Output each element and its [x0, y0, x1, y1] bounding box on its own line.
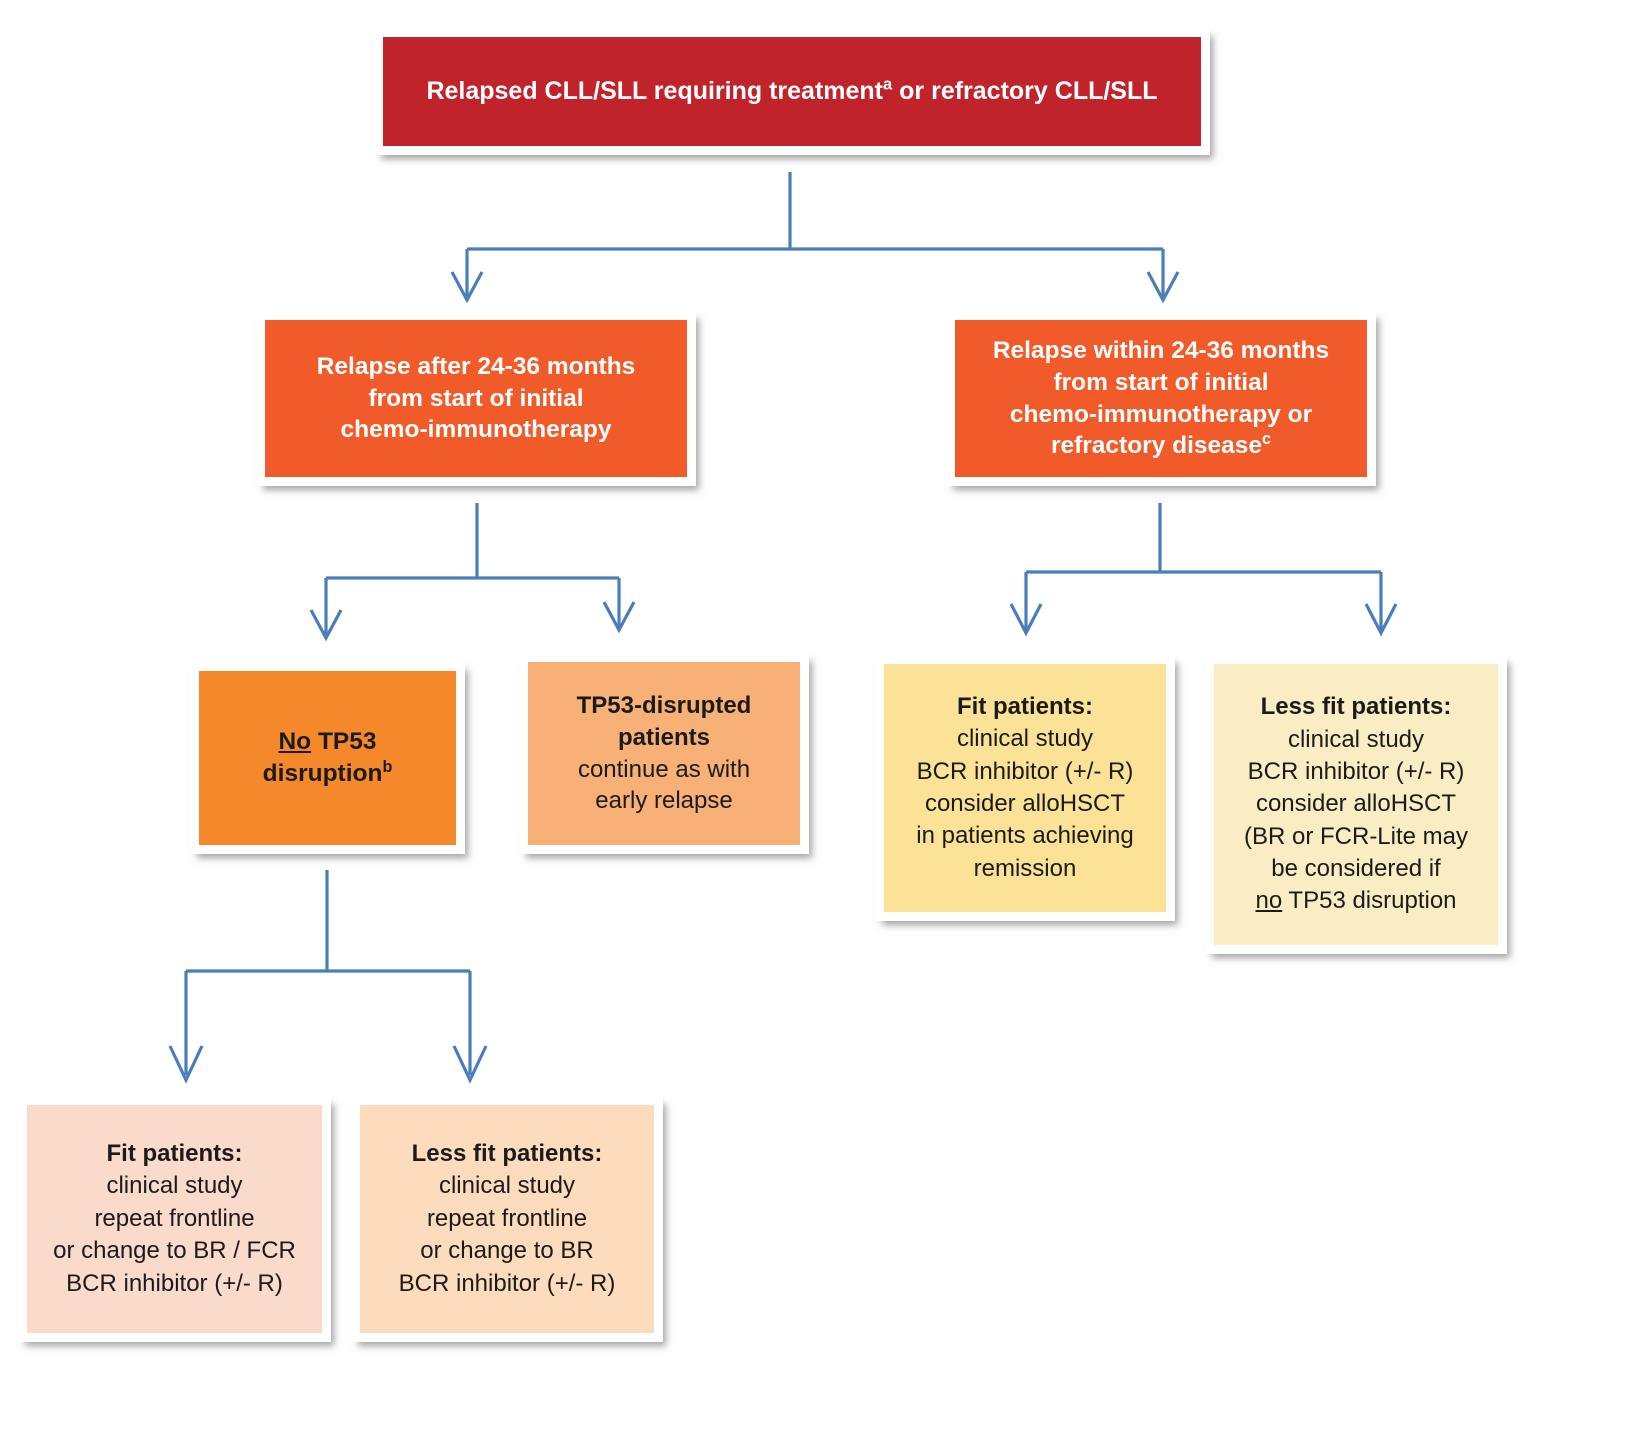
node-text-line: in patients achieving: [916, 822, 1134, 850]
node-text-line: patients: [617, 723, 710, 751]
node-early-relapse-body: Relapse within 24-36 months from start of…: [955, 320, 1367, 477]
node-fit-late-body: Fit patients: clinical study repeat frontl…: [27, 1105, 322, 1333]
node-text-line: from start of initial: [1053, 368, 1269, 396]
node-relapsed-refractory-root[interactable]: Relapsed CLL/SLL requiring treatmenta or…: [374, 28, 1210, 155]
arrowhead-to-fit-early: [1009, 603, 1043, 637]
node-text-line: Fit patients:: [957, 692, 1093, 720]
node-text-line: remission: [973, 854, 1077, 882]
node-text-line: Less fit patients:: [411, 1140, 603, 1168]
node-text-line: BCR inhibitor (+/- R): [1247, 757, 1465, 785]
arrowhead-to-tp53-disrupted: [602, 601, 636, 634]
node-text-line: BCR inhibitor (+/- R): [66, 1269, 283, 1297]
footnote-marker: a: [883, 75, 893, 94]
node-text-line: clinical study: [106, 1172, 243, 1200]
node-text-line: Relapse within 24-36 months: [992, 336, 1330, 364]
arrowhead-to-less-fit-early: [1364, 603, 1398, 637]
node-text-line: chemo-immunotherapy or: [1009, 400, 1313, 428]
node-text-line: repeat frontline: [94, 1204, 255, 1232]
arrowhead-to-fit-late: [168, 1045, 204, 1084]
node-text-line: consider alloHSCT: [924, 790, 1126, 817]
node-text-line: or change to BR / FCR: [53, 1237, 296, 1265]
node-text-line: Less fit patients:: [1260, 693, 1452, 721]
underlined-text: no: [1255, 887, 1283, 915]
arrowhead-to-early-relapse: [1146, 271, 1180, 304]
arrowhead-to-less-fit-late: [452, 1045, 488, 1084]
node-text-line: clinical study: [1287, 725, 1425, 753]
node-late-relapse[interactable]: Relapse after 24-36 months from start of …: [256, 311, 696, 486]
node-tp53-disrupted-body: TP53-disrupted patients continue as with ea…: [528, 662, 800, 845]
node-text-line: repeat frontline: [426, 1204, 588, 1232]
footnote-marker: c: [1262, 430, 1272, 449]
node-less-fit-late-body: Less fit patients: clinical study repeat f…: [360, 1105, 654, 1333]
arrowhead-to-no-tp53: [309, 609, 343, 642]
node-text-line: clinical study: [956, 725, 1094, 753]
node-text-line: No TP53: [278, 727, 377, 755]
node-text-line: consider alloHSCT: [1255, 790, 1457, 818]
node-root-body: Relapsed CLL/SLL requiring treatmenta or…: [383, 37, 1201, 146]
node-text-line: disruptionb: [262, 757, 393, 787]
node-less-fit-patients-late-relapse[interactable]: Less fit patients: clinical study repeat f…: [351, 1096, 663, 1342]
node-early-relapse[interactable]: Relapse within 24-36 months from start of…: [946, 311, 1376, 486]
node-tp53-disrupted-patients[interactable]: TP53-disrupted patients continue as with ea…: [519, 653, 809, 854]
node-text-line: or change to BR: [420, 1237, 594, 1265]
node-text-line: early relapse: [595, 787, 733, 815]
node-text-line: from start of initial: [368, 384, 584, 412]
node-text-line: refractory diseasec: [1050, 430, 1272, 460]
node-text-line: no TP53 disruption: [1255, 887, 1457, 915]
node-text-line: continue as with: [577, 755, 751, 783]
node-text-line: Relapse after 24-36 months: [316, 352, 636, 380]
arrowhead-to-late-relapse: [450, 271, 484, 304]
node-text-line: BCR inhibitor (+/- R): [398, 1269, 616, 1297]
node-late-relapse-body: Relapse after 24-36 months from start of …: [265, 320, 687, 477]
node-text-line: chemo-immunotherapy: [340, 416, 612, 444]
node-text-line: clinical study: [438, 1172, 576, 1200]
node-text-line: be considered if: [1271, 855, 1441, 883]
node-text-line: BCR inhibitor (+/- R): [916, 757, 1134, 785]
underlined-text: No: [278, 727, 312, 755]
footnote-marker: b: [382, 757, 393, 776]
node-text-line: Fit patients:: [106, 1140, 243, 1168]
node-root-line-1: Relapsed CLL/SLL requiring treatmenta or…: [426, 75, 1158, 105]
node-fit-patients-late-relapse[interactable]: Fit patients: clinical study repeat frontl…: [18, 1096, 331, 1342]
node-text-line: TP53-disrupted: [576, 691, 752, 719]
node-text-line: (BR or FCR-Lite may: [1243, 822, 1469, 850]
